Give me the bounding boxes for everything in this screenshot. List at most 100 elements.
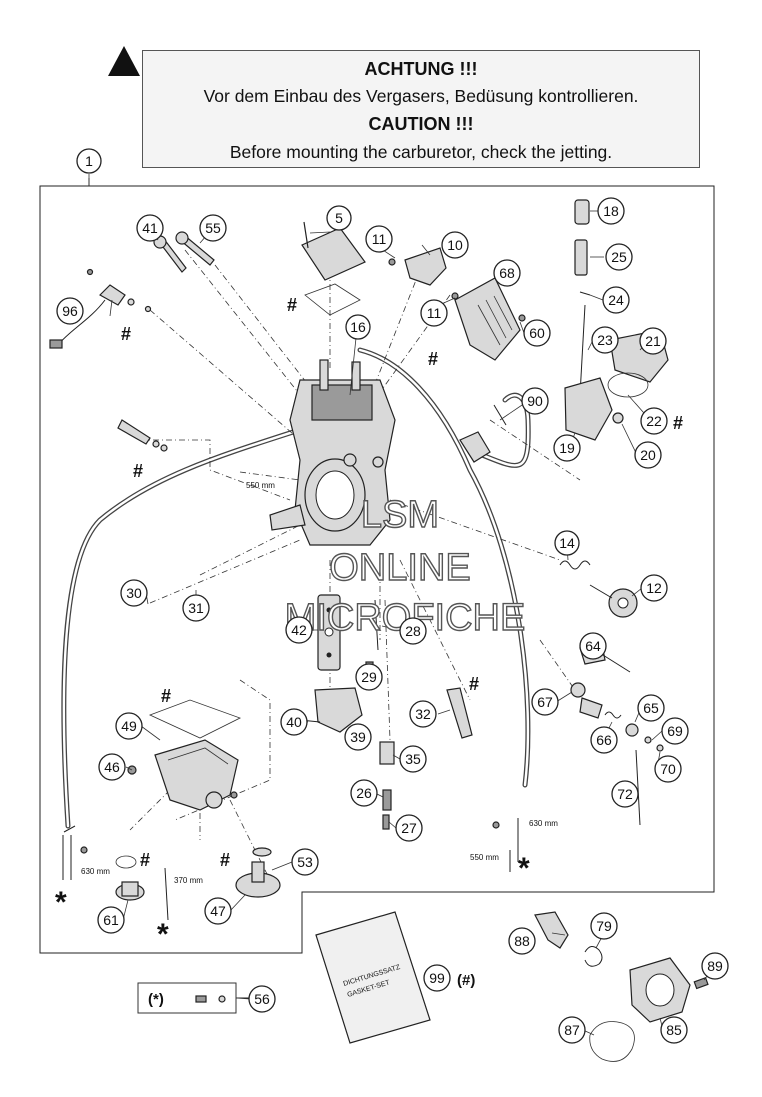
callout-55: 55 [199, 214, 227, 242]
star-mark-1: * [55, 886, 67, 919]
callout-11-lower: 11 [420, 299, 448, 327]
callout-25: 25 [605, 243, 633, 271]
svg-text:29: 29 [361, 669, 377, 685]
svg-text:23: 23 [597, 332, 613, 348]
caution-text-en: Before mounting the carburetor, check th… [229, 142, 613, 162]
hash-mark-4: # [133, 461, 143, 481]
svg-text:85: 85 [666, 1022, 682, 1038]
dim-630-right: 630 mm [529, 819, 558, 828]
float-bowl-gasket [148, 699, 242, 739]
hash-mark-1: # [287, 295, 297, 315]
svg-text:21: 21 [645, 333, 661, 349]
svg-text:66: 66 [596, 732, 612, 748]
hose-clamp [584, 946, 603, 967]
caution-title-en: CAUTION !!! [368, 114, 474, 134]
callout-19: 19 [553, 434, 581, 462]
callout-5: 5 [326, 205, 352, 231]
callout-40: 40 [280, 708, 308, 736]
svg-text:68: 68 [499, 265, 515, 281]
svg-text:56: 56 [254, 991, 270, 1007]
callout-35: 35 [399, 745, 427, 773]
star-box-label: (*) [148, 991, 164, 1008]
assembly-frame [39, 178, 715, 954]
callout-20: 20 [634, 441, 662, 469]
svg-text:32: 32 [415, 706, 431, 722]
callout-79: 79 [590, 912, 618, 940]
svg-text:27: 27 [401, 820, 417, 836]
elbow-hose [534, 911, 569, 949]
caution-notice: ACHTUNG !!! Vor dem Einbau des Vergasers… [142, 50, 700, 168]
kit-marker: (#) [457, 972, 475, 989]
callout-68: 68 [493, 259, 521, 287]
svg-text:10: 10 [447, 237, 463, 253]
float-assembly [314, 687, 363, 733]
callout-89: 89 [701, 952, 729, 980]
svg-text:67: 67 [537, 694, 553, 710]
svg-text:70: 70 [660, 761, 676, 777]
o-ring [115, 855, 137, 869]
callout-12: 12 [640, 574, 668, 602]
callout-49: 49 [115, 712, 143, 740]
svg-text:25: 25 [611, 249, 627, 265]
star-mark-3: * [518, 852, 530, 885]
hash-mark-2: # [121, 324, 131, 344]
jet-needle [579, 304, 586, 396]
callout-90: 90 [521, 387, 549, 415]
gasket-set-card [315, 911, 431, 1044]
callout-60: 60 [523, 319, 551, 347]
svg-text:31: 31 [188, 600, 204, 616]
needle-clip [574, 239, 588, 276]
svg-text:22: 22 [646, 413, 662, 429]
callout-85: 85 [660, 1016, 688, 1044]
watermark-line-1: LSM [361, 494, 439, 536]
callout-47: 47 [204, 897, 232, 925]
flange-o-ring [589, 1021, 635, 1062]
callout-96: 96 [56, 297, 84, 325]
slide-pin [574, 199, 590, 225]
svg-text:90: 90 [527, 393, 543, 409]
svg-text:19: 19 [559, 440, 575, 456]
svg-text:47: 47 [210, 903, 226, 919]
watermark-line-2: ONLINE [329, 547, 470, 589]
top-cover [301, 227, 366, 281]
svg-text:46: 46 [104, 759, 120, 775]
svg-text:49: 49 [121, 718, 137, 734]
svg-text:11: 11 [372, 231, 387, 247]
callout-69: 69 [661, 717, 689, 745]
svg-text:28: 28 [405, 623, 421, 639]
hash-mark-8: # [140, 850, 150, 870]
hot-start-fitting [459, 431, 491, 463]
callout-22: 22 [640, 407, 668, 435]
callout-65: 65 [637, 694, 665, 722]
svg-text:39: 39 [350, 729, 366, 745]
callout-18: 18 [597, 197, 625, 225]
fuel-fitting [117, 419, 151, 445]
accelerator-pump-cover [564, 377, 613, 441]
callout-11-top: 11 [365, 225, 393, 253]
svg-text:88: 88 [514, 933, 530, 949]
svg-text:20: 20 [640, 447, 656, 463]
svg-text:55: 55 [205, 220, 221, 236]
callout-23: 23 [591, 326, 619, 354]
svg-text:24: 24 [608, 292, 624, 308]
callout-53: 53 [291, 848, 319, 876]
lever-spring [570, 682, 586, 698]
callout-30: 30 [120, 579, 148, 607]
callout-61: 61 [97, 906, 125, 934]
callout-70: 70 [654, 755, 682, 783]
svg-text:96: 96 [62, 303, 78, 319]
carburetor-body [269, 359, 396, 546]
hash-mark-5: # [673, 413, 683, 433]
svg-text:99: 99 [429, 970, 445, 986]
main-jet [379, 741, 395, 765]
callout-99: 99 [423, 964, 451, 992]
callout-72: 72 [611, 780, 639, 808]
dim-550-lower: 550 mm [470, 853, 499, 862]
svg-text:69: 69 [667, 723, 683, 739]
callout-64: 64 [579, 632, 607, 660]
svg-text:53: 53 [297, 854, 313, 870]
callout-39: 39 [344, 723, 372, 751]
throttle-linkage [404, 247, 447, 286]
star-mark-2: * [157, 918, 169, 951]
